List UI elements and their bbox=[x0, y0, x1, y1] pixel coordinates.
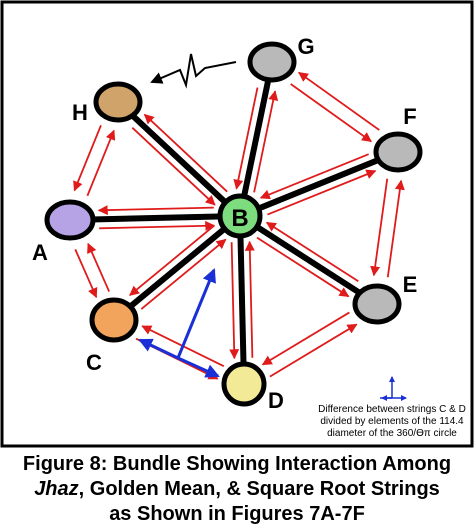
caption-jhaz: Jhaz bbox=[34, 478, 79, 500]
arrow-b-to-c bbox=[129, 224, 215, 296]
arrow-e-to-f bbox=[386, 179, 405, 278]
arrow-g-to-b bbox=[233, 87, 259, 190]
blue-arrow-left bbox=[138, 338, 179, 360]
arrow-e-to-b bbox=[265, 221, 359, 283]
node-label-g: G bbox=[297, 34, 314, 59]
arrow-b-to-d bbox=[229, 242, 240, 360]
node-label-e: E bbox=[403, 272, 418, 297]
legend-note-line-3: diameter of the 360/ϴπ circle bbox=[327, 428, 457, 439]
arrow-a-to-c bbox=[74, 249, 98, 299]
square-root-squiggle bbox=[150, 53, 237, 89]
arrow-g-to-f bbox=[290, 83, 372, 143]
arrow-a-to-h bbox=[86, 129, 116, 197]
arrow-d-to-e bbox=[269, 323, 358, 378]
node-e bbox=[352, 283, 402, 325]
arrow-b-to-g bbox=[253, 90, 279, 193]
arrow-f-to-g bbox=[298, 71, 380, 131]
blue-arrow-right bbox=[177, 356, 220, 378]
node-label-f: F bbox=[403, 104, 416, 129]
labels-group: B G H F A E C D bbox=[32, 34, 417, 413]
node-c bbox=[89, 297, 139, 343]
legend-note-line-1: Difference between strings C & D bbox=[318, 404, 466, 415]
arrow-d-to-b bbox=[244, 240, 255, 358]
arrow-h-to-b bbox=[131, 127, 216, 206]
node-label-d: D bbox=[268, 388, 284, 413]
node-label-b: B bbox=[231, 205, 248, 232]
spoke-b-g bbox=[237, 59, 275, 219]
caption-line-2: Jhaz, Golden Mean, & Square Root Strings bbox=[0, 477, 474, 502]
arrow-c-to-b bbox=[140, 238, 227, 310]
figure-border bbox=[0, 0, 474, 448]
arrow-b-to-a bbox=[97, 205, 214, 216]
nodes-group bbox=[44, 41, 423, 407]
legend-axes-icon bbox=[380, 376, 407, 401]
node-d bbox=[221, 361, 267, 407]
arrow-b-to-h bbox=[143, 113, 228, 193]
spoke-b-d bbox=[237, 213, 247, 387]
spoke-b-a bbox=[67, 213, 243, 223]
arrow-b-to-e bbox=[256, 236, 350, 298]
arrow-h-to-a bbox=[73, 124, 102, 192]
node-h bbox=[93, 81, 143, 123]
arrow-f-to-b bbox=[259, 153, 370, 200]
node-label-h: H bbox=[72, 100, 88, 125]
node-b bbox=[217, 193, 263, 239]
blue-arrow-up bbox=[176, 268, 216, 359]
legend-note-line-2: divided by elements of the 114.4 bbox=[320, 416, 464, 427]
spoke-b-f bbox=[237, 149, 401, 219]
node-f bbox=[373, 131, 423, 173]
node-a bbox=[44, 199, 96, 241]
node-g bbox=[247, 41, 297, 83]
spoke-b-h bbox=[115, 99, 243, 219]
spoke-b-c bbox=[111, 213, 243, 323]
arrow-f-to-e bbox=[370, 178, 389, 277]
caption-line-3: as Shown in Figures 7A-7F bbox=[109, 503, 365, 525]
arrow-c-to-a bbox=[87, 242, 110, 292]
spoke-b-e bbox=[237, 213, 380, 307]
caption-line-2-rest: , Golden Mean, & Square Root Strings bbox=[78, 478, 440, 500]
figure-caption: Figure 8: Bundle Showing Interaction Amo… bbox=[0, 452, 474, 527]
arrow-a-to-b bbox=[99, 220, 216, 231]
spokes-group bbox=[67, 59, 401, 387]
caption-line-1: Figure 8: Bundle Showing Interaction Amo… bbox=[22, 453, 452, 475]
node-label-a: A bbox=[32, 240, 48, 265]
node-label-c: C bbox=[86, 350, 102, 375]
arrow-b-to-f bbox=[267, 169, 377, 216]
blue-arrows-group bbox=[138, 268, 220, 378]
arrow-e-to-d bbox=[261, 311, 350, 366]
